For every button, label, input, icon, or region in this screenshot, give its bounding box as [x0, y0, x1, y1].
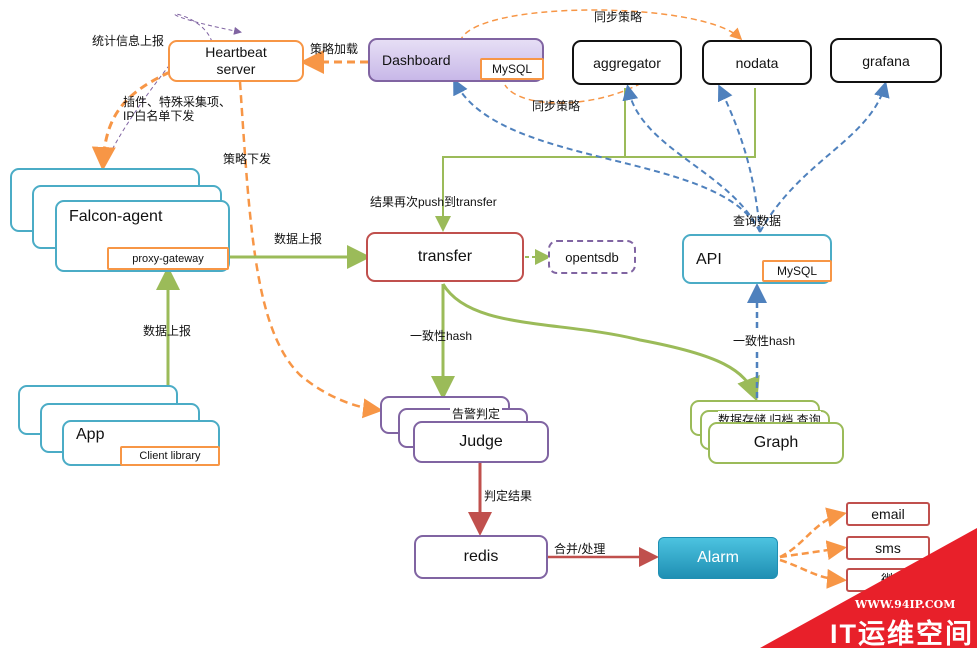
data-report-app-label: 数据上报 [143, 324, 192, 338]
redis-box: redis [414, 535, 548, 579]
judge-box: Judge [413, 421, 549, 463]
email-label: email [871, 506, 905, 522]
falcon-agent-label: Falcon-agent [69, 208, 163, 225]
heartbeat-server-line2: server [216, 61, 256, 77]
plugins-label-line1: 插件、特殊采集项、 [123, 95, 232, 109]
aggregator-label: aggregator [593, 54, 661, 71]
opentsdb-box: opentsdb [548, 240, 636, 274]
dashboard-label: Dashboard [382, 52, 451, 68]
falcon-agent-box: Falcon-agent proxy-gateway [55, 200, 230, 272]
watermark-url: WWW.94IP.COM [855, 598, 956, 611]
app-label: App [76, 426, 105, 443]
query-data-label: 查询数据 [733, 214, 782, 228]
alarm-box: Alarm [658, 537, 778, 579]
plugins-label-line2: IP白名单下发 [123, 109, 195, 123]
api-label: API [696, 251, 722, 268]
edge-transfer-graph [441, 283, 760, 402]
heartbeat-server-box: Heartbeat server [168, 40, 304, 82]
opentsdb-label: opentsdb [565, 249, 619, 265]
nodata-box: nodata [702, 40, 812, 85]
alarm-judge-label: 告警判定 [450, 405, 503, 422]
transfer-label: transfer [417, 248, 473, 265]
edge-strategy-dispatch [238, 81, 383, 419]
nodata-label: nodata [735, 54, 779, 71]
merge-process-label: 合并/处理 [554, 542, 606, 556]
grafana-label: grafana [862, 52, 910, 69]
edge-sync-strategy [459, 9, 743, 43]
api-box: API MySQL [682, 234, 832, 284]
strategy-load-label: 策略加载 [310, 42, 359, 56]
edge-nodata-push [625, 88, 756, 158]
stats-report-label: 统计信息上报 [92, 34, 165, 48]
edge-plugins-dispatch [91, 70, 171, 171]
graph-label: Graph [753, 434, 799, 451]
api-mysql-box: MySQL [762, 260, 832, 282]
wechat-label: 微 [881, 572, 895, 588]
client-library-box: Client library [120, 446, 220, 466]
data-report-agent-label: 数据上报 [274, 232, 323, 246]
dashboard-mysql-label: MySQL [491, 62, 532, 76]
sms-label: sms [875, 540, 901, 556]
graph-box: Graph [708, 422, 844, 464]
edge-api-aggregator [622, 84, 761, 233]
judge-result-label: 判定结果 [484, 489, 533, 503]
transfer-box: transfer [366, 232, 524, 282]
edge-api-grafana [759, 81, 890, 233]
edge-alarm-email [779, 507, 847, 559]
proxy-gateway-box: proxy-gateway [107, 247, 229, 270]
api-mysql-label: MySQL [776, 264, 817, 278]
dashboard-box: Dashboard MySQL [368, 38, 544, 82]
sync-strategy-mid-label: 同步策略 [532, 99, 581, 113]
edge-alarm-wechat [779, 558, 847, 589]
grafana-box: grafana [830, 38, 942, 83]
heartbeat-server-line1: Heartbeat [205, 44, 267, 60]
consistent-hash-graph-label: 一致性hash [733, 332, 796, 349]
judge-label: Judge [459, 433, 503, 450]
client-library-label: Client library [139, 450, 201, 462]
sms-box: sms [846, 536, 930, 560]
wechat-box: 微 [846, 568, 930, 592]
consistent-hash-judge-label: 一致性hash [410, 329, 473, 343]
edge-stats-report [174, 13, 242, 43]
proxy-gateway-label: proxy-gateway [132, 252, 204, 265]
sync-strategy-top-label: 同步策略 [594, 10, 643, 24]
aggregator-box: aggregator [572, 40, 682, 85]
result-push-label: 结果再次push到transfer [370, 195, 497, 209]
edge-api-dashboard [453, 78, 761, 233]
dashboard-mysql-box: MySQL [480, 58, 544, 80]
app-box: App Client library [62, 420, 220, 466]
edge-alarm-sms [779, 540, 847, 561]
alarm-label: Alarm [697, 549, 739, 566]
edge-result-push [435, 88, 626, 232]
edge-api-nodata [717, 84, 761, 233]
redis-label: redis [463, 548, 499, 565]
strategy-dispatch-label: 策略下发 [223, 152, 272, 166]
email-box: email [846, 502, 930, 526]
watermark-text: IT运维空间 [830, 619, 974, 649]
